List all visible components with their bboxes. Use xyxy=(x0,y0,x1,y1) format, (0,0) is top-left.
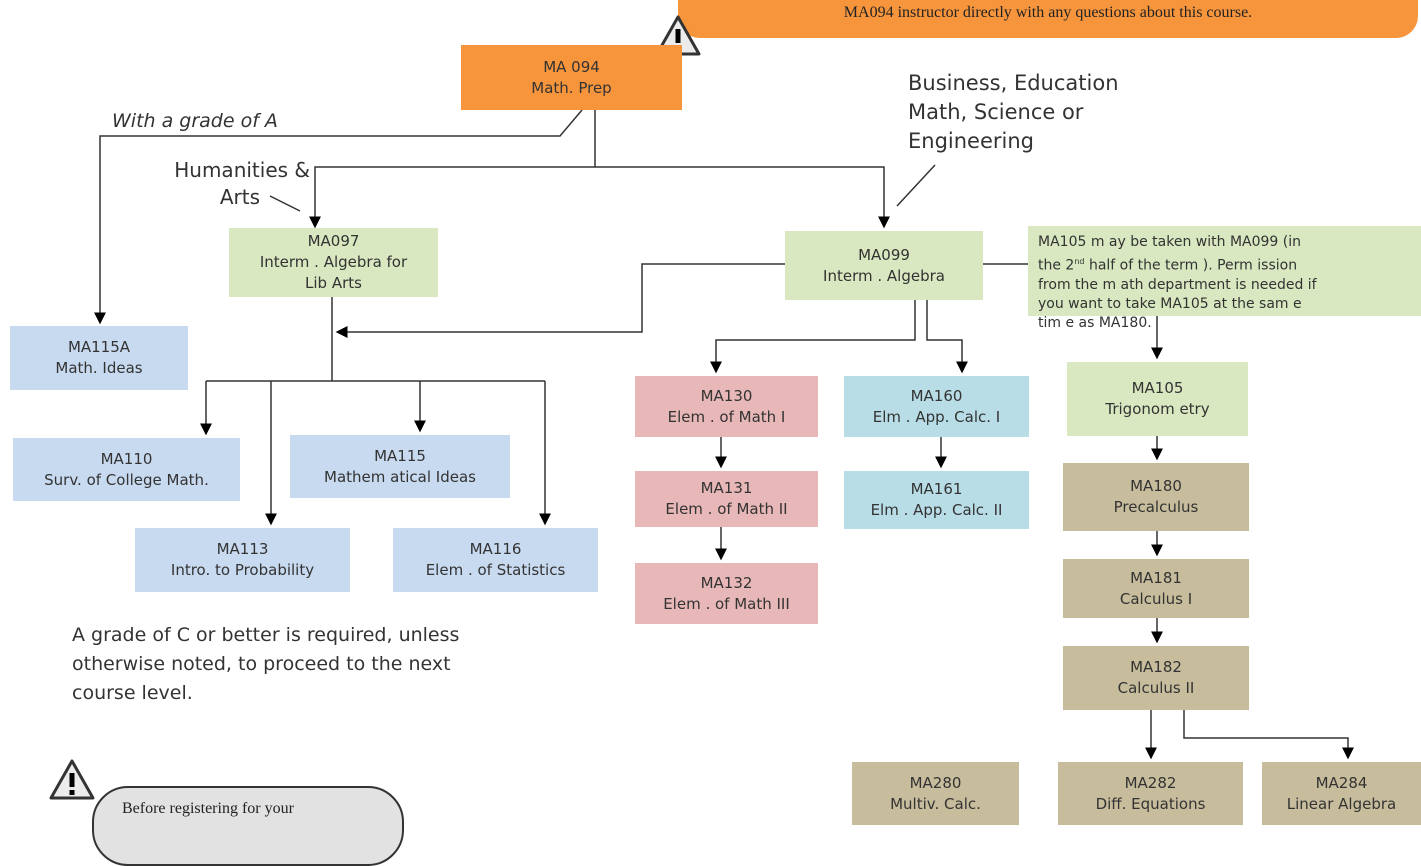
course-ma113[interactable]: MA113 Intro. to Probability xyxy=(135,528,350,592)
ma105-note: MA105 m ay be taken with MA099 (in the 2… xyxy=(1028,226,1421,331)
course-title: Surv. of College Math. xyxy=(44,470,209,489)
connector-ma182-ma284 xyxy=(1183,710,1354,760)
note-line: the 2nd half of the term ). Perm ission xyxy=(1038,252,1411,276)
humanities-label-line: Humanities & xyxy=(174,158,310,182)
course-code: MA 094 xyxy=(543,57,600,76)
course-ma284[interactable]: MA284 Linear Algebra xyxy=(1262,762,1421,825)
top-callout: MA094 instructor directly with any quest… xyxy=(678,0,1418,38)
course-code: MA131 xyxy=(700,479,753,497)
course-ma282[interactable]: MA282 Diff. Equations xyxy=(1058,762,1243,825)
course-ma280[interactable]: MA280 Multiv. Calc. xyxy=(852,762,1019,825)
course-code: MA116 xyxy=(469,540,522,558)
business-label-line: Math, Science or xyxy=(908,100,1084,124)
note-line-text: the 2 xyxy=(1038,257,1075,274)
course-code: MA161 xyxy=(910,480,963,498)
course-ma099[interactable]: MA099 Interm . Algebra xyxy=(785,231,983,300)
course-ma161[interactable]: MA161 Elm . App. Calc. II xyxy=(844,471,1029,529)
course-ma116[interactable]: MA116 Elem . of Statistics xyxy=(393,528,598,592)
course-title: Precalculus xyxy=(1113,498,1199,516)
business-label-line: Business, Education xyxy=(908,71,1119,95)
prerequisite-connectors xyxy=(94,109,1354,760)
course-code: MA099 xyxy=(858,245,910,264)
course-ma181[interactable]: MA181 Calculus I xyxy=(1063,559,1249,618)
connector-ma094-ma115a xyxy=(94,109,583,325)
course-ma097[interactable]: MA097 Interm . Algebra for Lib Arts xyxy=(229,228,438,297)
course-ma180[interactable]: MA180 Precalculus xyxy=(1063,463,1249,531)
course-ma110[interactable]: MA110 Surv. of College Math. xyxy=(13,438,240,501)
course-ma094[interactable]: MA 094 Math. Prep xyxy=(461,45,682,110)
connector-ma099-ma160 xyxy=(926,300,968,374)
course-title: Elm . App. Calc. II xyxy=(870,501,1003,519)
course-ma105[interactable]: MA105 Trigonom etry xyxy=(1067,362,1248,436)
course-ma115a[interactable]: MA115A Math. Ideas xyxy=(10,326,188,390)
course-code: MA180 xyxy=(1130,477,1182,495)
course-title: Lib Arts xyxy=(305,274,362,292)
course-title: Math. Prep xyxy=(531,78,612,97)
course-title: Calculus II xyxy=(1117,679,1195,697)
course-code: MA130 xyxy=(700,386,753,405)
course-code: MA105 xyxy=(1131,379,1184,397)
course-ma182[interactable]: MA182 Calculus II xyxy=(1063,646,1249,710)
grade-note-line: otherwise noted, to proceed to the next xyxy=(72,653,451,675)
course-title: Diff. Equations xyxy=(1095,794,1206,813)
course-code: MA113 xyxy=(216,540,269,558)
note-line: from the m ath department is needed if xyxy=(1038,276,1317,293)
pointer-humanities xyxy=(269,195,301,212)
course-title: Math. Ideas xyxy=(55,359,143,377)
course-title: Mathem atical Ideas xyxy=(324,467,476,486)
pointer-business xyxy=(896,164,936,207)
connector-ma099-gened xyxy=(335,263,785,338)
connector-ma094-ma097 xyxy=(309,166,595,229)
course-title: Elm . App. Calc. I xyxy=(872,407,1001,426)
course-code: MA182 xyxy=(1130,658,1182,676)
humanities-label: Humanities & Arts xyxy=(140,157,310,211)
bottom-callout-text: Before registering for your xyxy=(122,800,294,817)
connector-ma094-ma099 xyxy=(595,166,890,229)
course-code: MA181 xyxy=(1130,568,1182,587)
course-title: Linear Algebra xyxy=(1286,794,1397,813)
course-title: Elem . of Math III xyxy=(663,594,790,613)
business-label-line: Engineering xyxy=(908,129,1034,153)
course-code: MA097 xyxy=(307,232,360,250)
grade-note-line: course level. xyxy=(72,682,193,704)
grade-a-label: With a grade of A xyxy=(112,110,278,132)
grade-requirement-note: A grade of C or better is required, unle… xyxy=(72,621,459,708)
course-ma132[interactable]: MA132 Elem . of Math III xyxy=(635,563,818,624)
course-title: Interm . Algebra for xyxy=(259,253,408,271)
course-ma160[interactable]: MA160 Elm . App. Calc. I xyxy=(844,376,1029,437)
course-title: Interm . Algebra xyxy=(823,266,945,285)
course-ma131[interactable]: MA131 Elem . of Math II xyxy=(635,471,818,527)
course-code: MA160 xyxy=(910,386,963,405)
course-title: Multiv. Calc. xyxy=(890,794,981,813)
course-title: Elem . of Math I xyxy=(667,407,786,426)
course-ma130[interactable]: MA130 Elem . of Math I xyxy=(635,376,818,437)
note-line: you want to take MA105 at the sam e xyxy=(1038,295,1302,312)
note-line: MA105 m ay be taken with MA099 (in xyxy=(1038,234,1301,250)
course-title: Trigonom etry xyxy=(1105,400,1210,418)
humanities-label-line: Arts xyxy=(219,185,260,209)
course-title: Calculus I xyxy=(1119,589,1193,608)
course-ma115[interactable]: MA115 Mathem atical Ideas xyxy=(290,435,510,498)
connector-ma099-ma130 xyxy=(710,300,916,374)
business-label: Business, Education Math, Science or Eng… xyxy=(908,69,1119,156)
course-title: Elem . of Statistics xyxy=(425,561,566,579)
course-code: MA110 xyxy=(100,449,153,468)
warning-icon-bottom xyxy=(49,759,95,800)
note-line-text: half of the term ). Perm ission xyxy=(1084,257,1298,274)
note-superscript: nd xyxy=(1074,257,1085,266)
course-code: MA132 xyxy=(700,573,753,592)
course-code: MA282 xyxy=(1124,773,1177,792)
course-code: MA115 xyxy=(374,446,426,465)
top-callout-text: MA094 instructor directly with any quest… xyxy=(843,4,1253,21)
course-code: MA284 xyxy=(1315,773,1368,792)
course-code: MA115A xyxy=(67,338,131,356)
grade-note-line: A grade of C or better is required, unle… xyxy=(72,624,460,646)
note-line: tim e as MA180. xyxy=(1038,314,1152,331)
course-title: Intro. to Probability xyxy=(170,561,315,579)
course-title: Elem . of Math II xyxy=(665,500,788,518)
course-code: MA280 xyxy=(909,773,962,792)
bottom-callout: Before registering for your xyxy=(92,786,404,866)
